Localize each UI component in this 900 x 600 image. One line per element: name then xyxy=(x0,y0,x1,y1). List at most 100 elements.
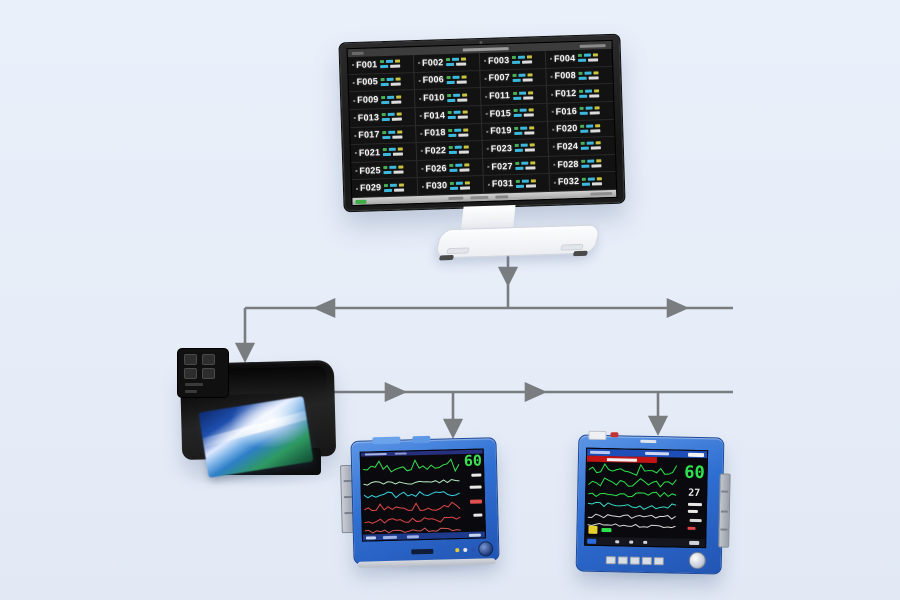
bed-vitals-cluster xyxy=(578,53,599,63)
vital-chip xyxy=(518,91,526,95)
bed-cell[interactable]: F014 xyxy=(415,105,483,126)
taskbar-icon-chip xyxy=(689,540,700,546)
vital-chip xyxy=(383,170,392,175)
bed-label: F030 xyxy=(425,180,448,191)
front-key[interactable] xyxy=(641,556,652,566)
vital-chip xyxy=(456,62,467,67)
front-key[interactable] xyxy=(629,556,640,565)
bed-cell[interactable]: F012 xyxy=(546,84,614,104)
bed-cell[interactable]: F008 xyxy=(546,66,613,87)
front-key[interactable] xyxy=(605,556,616,565)
printer-button[interactable] xyxy=(184,354,197,365)
bed-cell[interactable]: F009 xyxy=(348,90,416,111)
bed-vitals-cluster xyxy=(383,147,404,157)
vital-chip xyxy=(591,164,602,168)
bed-cell[interactable]: F030 xyxy=(417,176,485,197)
bed-cell[interactable]: F032 xyxy=(549,172,617,192)
vital-chip xyxy=(450,181,455,185)
bed-cell[interactable]: F022 xyxy=(416,141,484,161)
base-vent-slot xyxy=(560,243,584,251)
bed-cell[interactable]: F018 xyxy=(416,123,483,144)
vital-chip xyxy=(515,144,520,148)
bed-cell[interactable]: F016 xyxy=(547,101,614,122)
taskbar-start-chip[interactable] xyxy=(355,199,367,204)
vital-chip xyxy=(580,124,585,128)
bed-cell[interactable]: F029 xyxy=(351,178,419,199)
vital-chip xyxy=(596,159,602,163)
bed-cell[interactable]: F027 xyxy=(483,156,550,177)
printer-button[interactable] xyxy=(202,368,215,379)
bed-label: F032 xyxy=(557,176,580,187)
menu-button-chip[interactable] xyxy=(587,538,597,544)
bed-status-dot xyxy=(419,115,422,118)
vital-chip xyxy=(520,126,528,130)
bed-vitals-cluster xyxy=(580,124,601,133)
printer-button[interactable] xyxy=(202,354,215,365)
bed-cell[interactable]: F026 xyxy=(417,158,484,179)
vital-chip xyxy=(515,149,524,153)
bed-label: F021 xyxy=(358,147,381,158)
bed-cell[interactable]: F010 xyxy=(414,88,482,108)
titlebar-patient-chip xyxy=(590,450,611,455)
vital-chip xyxy=(586,141,595,146)
vital-chip xyxy=(449,163,454,168)
bed-cell[interactable]: F015 xyxy=(481,103,548,124)
bed-vitals-cluster xyxy=(446,57,467,67)
vital-chip xyxy=(381,82,390,87)
bed-cell[interactable]: F013 xyxy=(349,107,417,128)
taskbar-button-chip[interactable] xyxy=(470,195,489,200)
bed-cell[interactable]: F007 xyxy=(480,68,547,89)
bed-vitals-cluster xyxy=(381,95,402,104)
bed-cell[interactable]: F005 xyxy=(348,72,415,93)
vital-chip xyxy=(459,150,470,155)
alarm-progress xyxy=(606,457,637,462)
vital-value-chip xyxy=(469,485,482,489)
bed-vitals-cluster xyxy=(450,181,471,190)
bed-cell[interactable]: F024 xyxy=(548,136,616,157)
bed-cell[interactable]: F021 xyxy=(350,143,418,163)
vital-chip xyxy=(578,59,587,63)
arrow-down-monitor-right xyxy=(647,415,669,436)
vital-chip xyxy=(585,106,593,110)
front-key[interactable] xyxy=(617,556,628,565)
bed-label: F018 xyxy=(424,127,446,139)
front-key[interactable] xyxy=(653,557,664,566)
bed-cell[interactable]: F028 xyxy=(549,154,616,175)
vital-chip xyxy=(530,161,536,165)
bed-cell[interactable]: F019 xyxy=(482,121,549,142)
bed-cell[interactable]: F017 xyxy=(350,125,417,146)
vital-chip xyxy=(398,147,404,152)
bed-vitals-cluster xyxy=(380,59,401,69)
taskbar-button-chip[interactable] xyxy=(448,196,464,201)
bed-cell[interactable]: F011 xyxy=(480,86,548,106)
vital-chip xyxy=(585,89,593,93)
bed-cell[interactable]: F001 xyxy=(347,55,415,75)
bed-cell[interactable]: F025 xyxy=(351,160,418,181)
bed-cell[interactable]: F020 xyxy=(547,119,615,140)
bed-label: F010 xyxy=(423,92,445,103)
bed-cell[interactable]: F002 xyxy=(413,53,481,73)
bed-status-dot xyxy=(485,95,488,98)
vital-chip xyxy=(383,148,388,152)
taskbar-button-chip[interactable] xyxy=(495,195,509,199)
vital-value-chip xyxy=(469,499,483,504)
bed-cell[interactable]: F023 xyxy=(482,139,550,159)
bed-cell[interactable]: F004 xyxy=(545,48,613,69)
bed-vitals-cluster xyxy=(512,73,534,82)
bed-cell[interactable]: F006 xyxy=(414,70,481,91)
vital-chip xyxy=(512,73,517,77)
vital-chip xyxy=(392,117,403,122)
bed-cell[interactable]: F003 xyxy=(479,50,547,71)
vital-chip xyxy=(580,142,586,146)
arrow-left-top-bus xyxy=(312,297,336,319)
vital-chip xyxy=(389,148,397,152)
vital-chip xyxy=(391,82,402,86)
bed-cell[interactable]: F031 xyxy=(483,174,551,194)
printer-button[interactable] xyxy=(184,368,197,379)
vital-chip xyxy=(397,130,403,134)
bed-vitals-cluster xyxy=(449,145,470,155)
bed-vitals-cluster xyxy=(579,106,601,116)
bed-status-dot xyxy=(553,181,556,184)
